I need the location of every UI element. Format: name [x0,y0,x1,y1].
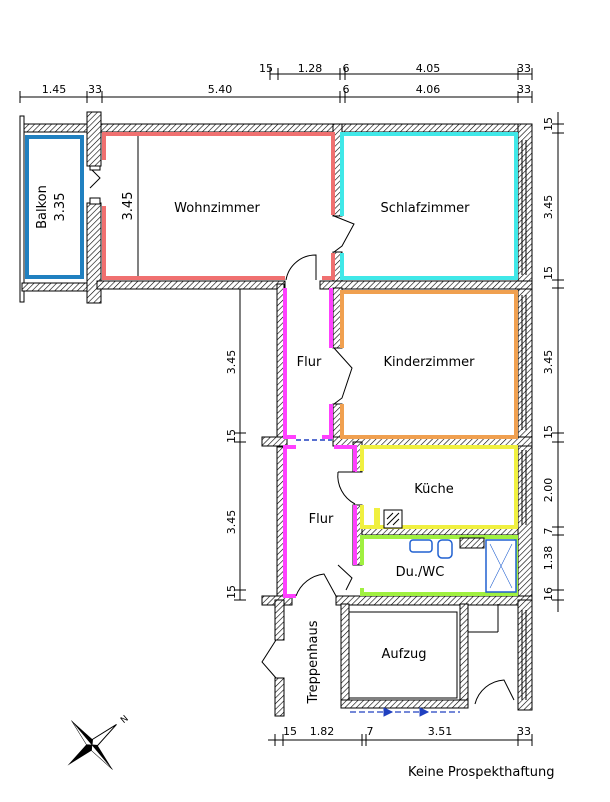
flur-upper-outline-left [283,288,296,439]
dim-left-345a: 3.45 [225,350,238,375]
elevator-car [348,611,458,699]
schlafzimmer-outline [340,132,518,280]
balkon-outline [25,135,84,279]
balkon-label: Balkon [35,185,50,229]
wohnzimmer-label: Wohnzimmer [174,201,260,216]
dim-right-345b: 3.45 [542,350,555,375]
dim-top-upper-405: 4.05 [416,62,441,75]
dim-top-lower-6: 6 [343,83,350,96]
dim-right-200: 2.00 [542,478,555,503]
aufzug-label: Aufzug [381,647,426,662]
bottom-dimensions: 15 1.82 7 3.51 33 [268,725,533,746]
wohnzimmer-outline-right [322,253,335,280]
kueche-label: Küche [414,482,454,497]
flur-upper-label: Flur [297,355,322,370]
top-dimensions: 15 1.28 6 4.05 33 1.45 33 5.40 6 4.06 33 [19,62,533,103]
dim-top-lower-33: 33 [88,83,102,96]
kinderzimmer-outline [340,290,518,439]
dim-right-16: 16 [542,587,555,601]
right-dimensions: 15 3.45 15 3.45 15 2.00 7 1.38 16 [542,112,564,612]
dim-bottom-351: 3.51 [428,725,453,738]
dim-bottom-7: 7 [367,725,374,738]
balkon-dim: 3.35 [53,193,68,222]
wohnzimmer-outline-top [102,132,335,215]
room-labels: Wohnzimmer 3.45 Schlafzimmer Kinderzimme… [35,136,475,705]
doors [89,165,515,717]
wohnzimmer-outline-bottom [102,206,285,280]
dim-top-upper-33: 33 [517,62,531,75]
dim-right-15b: 15 [542,266,555,280]
fixtures [348,508,517,699]
schlafzimmer-label: Schlafzimmer [381,201,471,216]
dim-top-lower-145: 1.45 [42,83,67,96]
left-dimensions: 3.45 15 3.45 15 [225,285,246,601]
room-outlines [25,132,518,598]
dim-right-15a: 15 [542,117,555,131]
flur-lower-outline-left [283,445,296,598]
dim-right-138: 1.38 [542,546,555,571]
flur-upper-outline-right2 [322,404,333,439]
dim-top-upper-6: 6 [343,62,350,75]
dim-bottom-182: 1.82 [310,725,335,738]
disclaimer-text: Keine Prospekthaftung [408,765,555,780]
wohnzimmer-dim: 3.45 [121,192,136,221]
svg-text:N: N [119,714,131,726]
dim-left-345b: 3.45 [225,510,238,535]
flur-lower-label: Flur [309,512,334,527]
dim-top-upper-15: 15 [259,62,273,75]
dim-bottom-33: 33 [517,725,531,738]
dim-right-345a: 3.45 [542,195,555,220]
dim-top-lower-540: 5.40 [208,83,233,96]
washbasin-icon [409,539,433,553]
dim-top-lower-33b: 33 [517,83,531,96]
dim-right-7: 7 [542,528,555,535]
dim-left-15b: 15 [225,585,238,599]
kinderzimmer-label: Kinderzimmer [383,355,475,370]
dim-right-15c: 15 [542,425,555,439]
dim-top-upper-128: 1.28 [298,62,323,75]
dim-left-15a: 15 [225,429,238,443]
flur-lower-outline-right [334,445,357,472]
installation-shaft [459,537,485,549]
toilet-icon [437,539,453,559]
dim-bottom-15: 15 [283,725,297,738]
du-wc-label: Du./WC [396,565,445,580]
north-arrow-icon: N [67,714,131,770]
dim-top-lower-406: 4.06 [416,83,441,96]
kueche-outline [360,445,518,529]
treppenhaus-label: Treppenhaus [306,620,321,704]
